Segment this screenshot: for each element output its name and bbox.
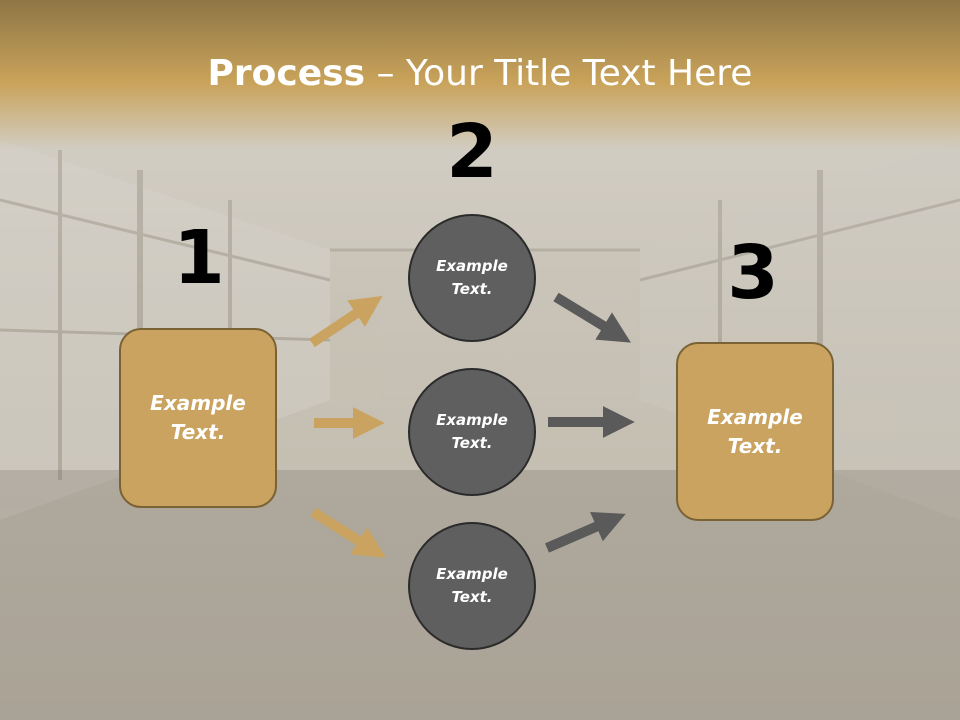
step-2-circle-bottom[interactable]: Example Text.	[408, 522, 536, 650]
circle-middle-label: Example Text.	[436, 411, 508, 452]
arrow-bottom-to-step3	[545, 511, 626, 553]
step-3-label: Example Text.	[707, 404, 803, 458]
title-rest: – Your Title Text Here	[365, 53, 753, 94]
arrow-step1-to-bottom	[310, 507, 386, 558]
step-2-circle-top[interactable]: Example Text.	[408, 214, 536, 342]
arrow-top-to-step3	[553, 292, 631, 343]
step-1-label: Example Text.	[150, 391, 246, 444]
step-3-box[interactable]: Example Text.	[676, 342, 834, 521]
step-number-1: 1	[173, 215, 225, 301]
step-number-2: 2	[446, 109, 498, 195]
step-1-box[interactable]: Example Text.	[119, 328, 277, 508]
arrow-step1-to-top	[309, 295, 383, 348]
circle-top-label: Example Text.	[436, 257, 508, 298]
title-bold: Process	[207, 53, 366, 94]
step-number-3: 3	[727, 230, 779, 316]
step-2-circle-middle[interactable]: Example Text.	[408, 368, 536, 496]
slide-title: Process – Your Title Text Here	[0, 52, 960, 96]
circle-bottom-label: Example Text.	[436, 565, 508, 606]
